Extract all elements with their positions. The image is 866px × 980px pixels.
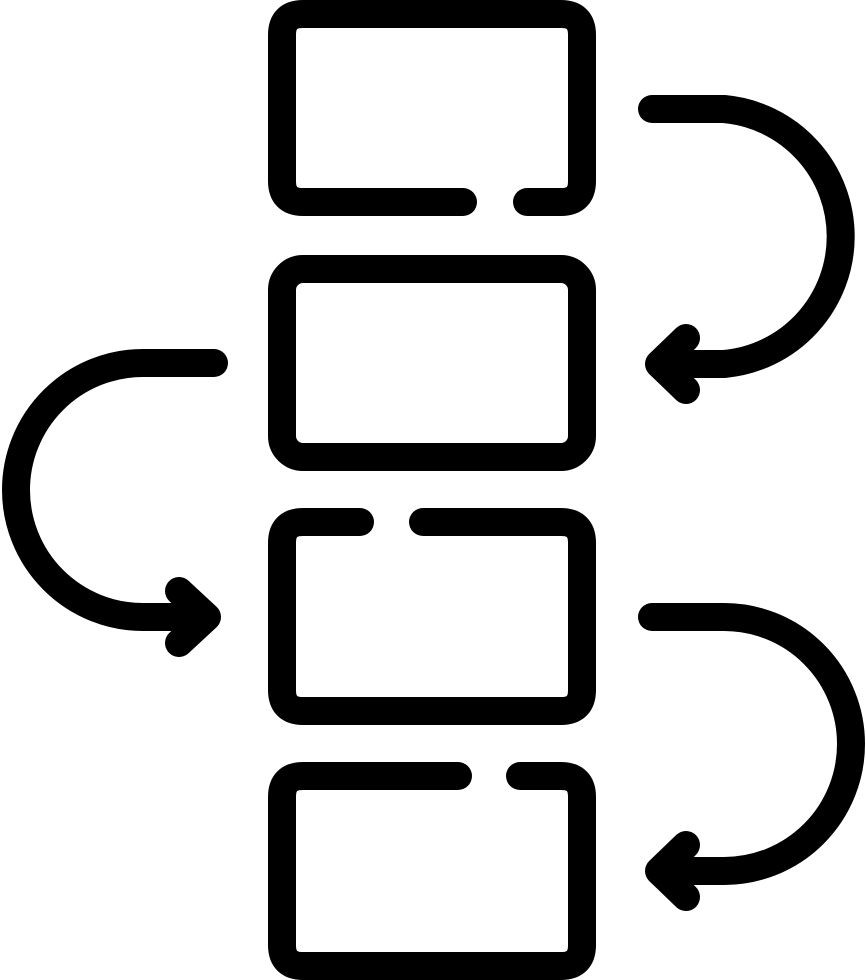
arrow-3-head (645, 831, 700, 911)
block-4 (268, 762, 596, 980)
arrow-2-head (165, 577, 221, 657)
arrow-2 (2, 349, 228, 657)
arrow-1-curve (638, 95, 855, 378)
arrow-3-curve (638, 603, 865, 885)
block-3 (268, 508, 596, 725)
arrow-3 (638, 603, 865, 911)
arrow-1 (638, 95, 855, 404)
arrow-2-curve (2, 349, 228, 631)
block-2 (268, 255, 596, 471)
block-3-outline (268, 508, 596, 725)
block-1-outline (268, 0, 596, 216)
arrow-1-head (645, 324, 700, 404)
block-2-outline (268, 255, 596, 471)
block-1 (268, 0, 596, 216)
block-4-outline (268, 762, 596, 980)
